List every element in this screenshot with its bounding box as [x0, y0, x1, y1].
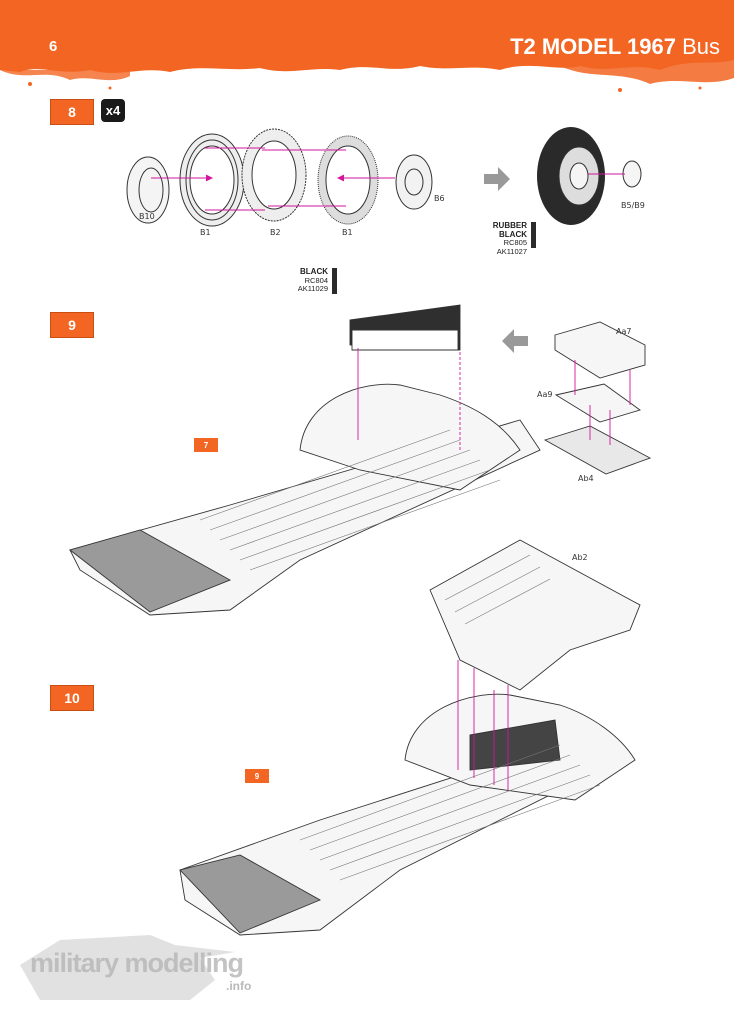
step-9-insert-arrow — [502, 329, 528, 353]
wheel-guide-arrows — [151, 147, 395, 211]
watermark-domain: .info — [226, 979, 252, 993]
paint-swatch — [531, 222, 536, 248]
paint-callout-black: BLACK RC804 AK11029 — [284, 267, 337, 294]
paint-code: AK11029 — [297, 284, 328, 293]
part-label: B6 — [434, 194, 445, 203]
step-7-reference-badge: 7 — [194, 438, 218, 452]
step-10-floor-ribs — [299, 554, 601, 881]
part-label: Aa9 — [537, 390, 553, 399]
part-label: B1 — [342, 228, 353, 237]
step-9-guide-lines — [357, 348, 631, 450]
paint-callout-rubber-black: RUBBER BLACK RC805 AK11027 — [470, 221, 536, 256]
step-10-guide-lines — [457, 660, 509, 790]
page-number: 6 — [49, 38, 58, 55]
part-label: Ab4 — [578, 474, 594, 483]
part-label: B10 — [139, 212, 155, 221]
part-label: Ab2 — [572, 553, 588, 562]
title-model: T2 MODEL 1967 — [510, 34, 676, 59]
step-10-chassis — [179, 539, 641, 936]
wheel-exploded-view — [126, 128, 433, 227]
paint-code: RC805 — [503, 238, 527, 247]
step-9-side-parts — [543, 321, 652, 475]
watermark-text: military modelling — [30, 948, 244, 978]
title-type: Bus — [682, 34, 720, 59]
step-9-floor-ribs — [199, 429, 501, 571]
paint-name: RUBBER BLACK — [492, 221, 527, 239]
step-8-badge: 8 — [50, 99, 94, 125]
step-9-chassis — [69, 304, 541, 616]
paint-name: BLACK — [300, 267, 328, 276]
part-label: B1 — [200, 228, 211, 237]
step-9-badge: 9 — [50, 312, 94, 338]
step-9-reference-badge: 9 — [245, 769, 269, 783]
part-label: Aa7 — [616, 327, 632, 336]
step-10-badge: 10 — [50, 685, 94, 711]
part-label: B5/B9 — [621, 201, 645, 210]
step-8-result-arrow — [484, 167, 510, 191]
document-title: T2 MODEL 1967 Bus — [510, 34, 720, 60]
header-banner: 6 T2 MODEL 1967 Bus — [0, 0, 734, 95]
tank-silhouette-icon — [20, 935, 235, 1000]
quantity-badge: x4 — [101, 99, 125, 122]
orange-brush-banner — [0, 0, 734, 92]
assembled-wheel — [537, 127, 642, 225]
paint-code: RC804 — [304, 275, 328, 285]
paint-code: AK11027 — [496, 246, 527, 256]
paint-swatch — [332, 268, 337, 294]
part-label: B2 — [270, 228, 281, 237]
